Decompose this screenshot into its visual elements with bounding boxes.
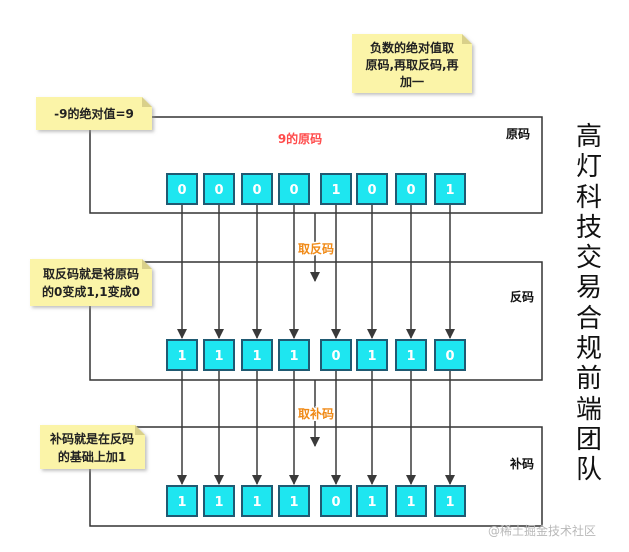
- vertical-title-char: 前: [575, 364, 602, 395]
- ones-panel: [89, 261, 543, 381]
- vertical-title-char: 交: [575, 243, 602, 274]
- bit-value: 1: [406, 495, 415, 510]
- bit-value: 1: [252, 349, 261, 364]
- vertical-title-char: 科: [575, 182, 602, 213]
- abs-note-text: -9的绝对值=9: [54, 106, 134, 121]
- ones-bits: 1 1 1 1 0 1 1 0: [166, 339, 466, 371]
- bit-box: [395, 485, 427, 517]
- bit-value: 1: [367, 495, 376, 510]
- vertical-title-char: 团: [575, 424, 602, 455]
- complement-note-line-2: 的基础上加1: [58, 449, 126, 464]
- bit-arrows: [177, 204, 455, 485]
- complement-note: 补码就是在反码 的基础上加1: [40, 425, 145, 469]
- bit-box: [166, 485, 198, 517]
- twos-panel: [89, 426, 543, 527]
- bit-box: [203, 485, 235, 517]
- original-panel-label: 原码: [506, 127, 530, 141]
- bit-value: 1: [214, 495, 223, 510]
- bit-box: [203, 339, 235, 371]
- bit-value: 1: [445, 183, 454, 198]
- bit-box: [241, 173, 273, 205]
- invert-note-line-2: 的0变成1,1变成0: [42, 284, 140, 299]
- bit-value: 1: [252, 495, 261, 510]
- watermark: @稀土掘金技术社区: [488, 524, 597, 538]
- bit-box: [241, 339, 273, 371]
- complement-note-line-1: 补码就是在反码: [49, 431, 134, 446]
- bit-box: [278, 339, 310, 371]
- bit-value: 0: [445, 349, 454, 364]
- bit-value: 0: [367, 183, 376, 198]
- bit-box: [356, 339, 388, 371]
- bit-value: 1: [367, 349, 376, 364]
- vertical-title-char: 技: [575, 212, 602, 243]
- bit-box: [241, 485, 273, 517]
- bit-value: 1: [214, 349, 223, 364]
- invert-step-label: 取反码: [298, 241, 334, 256]
- negate-note-line-1: 负数的绝对值取: [370, 40, 454, 55]
- bit-box: [278, 173, 310, 205]
- bit-value: 1: [406, 349, 415, 364]
- twos-bits: 1 1 1 1 0 1 1 1: [166, 485, 466, 517]
- bit-value: 0: [289, 183, 298, 198]
- bit-box: [278, 485, 310, 517]
- bit-value: 1: [177, 349, 186, 364]
- bit-box: [320, 173, 352, 205]
- abs-note: -9的绝对值=9: [36, 97, 152, 130]
- bit-value: 0: [177, 183, 186, 198]
- original-bits: 0 0 0 0 1 0 0 1: [166, 173, 466, 205]
- ones-panel-label: 反码: [510, 289, 534, 304]
- twos-panel-label: 补码: [509, 456, 534, 471]
- bit-box: [395, 339, 427, 371]
- vertical-title-char: 高: [575, 122, 602, 152]
- bit-box: [434, 173, 466, 205]
- vertical-title-char: 规: [575, 334, 602, 365]
- invert-note: 取反码就是将原码 的0变成1,1变成0: [30, 259, 152, 306]
- bit-value: 1: [177, 495, 186, 510]
- bit-box: [320, 485, 352, 517]
- negate-note-line-2: 原码,再取反码,再: [365, 57, 458, 72]
- vertical-title-char: 易: [575, 273, 602, 304]
- vertical-team-title: 高 灯 科 技 交 易 合 规 前 端 团 队: [569, 122, 609, 486]
- bit-value: 0: [406, 183, 415, 198]
- bit-box: [434, 339, 466, 371]
- bit-value: 1: [289, 495, 298, 510]
- vertical-title-char: 队: [575, 455, 602, 486]
- bit-box: [166, 339, 198, 371]
- bit-box: [356, 173, 388, 205]
- negate-note: 负数的绝对值取 原码,再取反码,再 加一: [352, 34, 472, 93]
- complement-step-label: 取补码: [298, 406, 334, 421]
- bit-value: 1: [331, 183, 340, 198]
- bit-value: 0: [331, 349, 340, 364]
- bit-box: [166, 173, 198, 205]
- negate-note-line-3: 加一: [399, 74, 424, 89]
- original-panel: [89, 116, 543, 214]
- vertical-title-char: 端: [575, 394, 602, 425]
- bit-box: [356, 485, 388, 517]
- invert-note-line-1: 取反码就是将原码: [43, 266, 139, 281]
- bit-box: [434, 485, 466, 517]
- bit-box: [320, 339, 352, 371]
- vertical-title-char: 合: [575, 303, 602, 334]
- bit-box: [203, 173, 235, 205]
- original-panel-title: 9的原码: [278, 131, 322, 146]
- bit-value: 0: [331, 495, 340, 510]
- bit-box: [395, 173, 427, 205]
- bit-value: 1: [445, 495, 454, 510]
- bit-value: 0: [252, 183, 261, 198]
- vertical-title-char: 灯: [575, 152, 602, 183]
- bit-value: 0: [214, 183, 223, 198]
- bit-value: 1: [289, 349, 298, 364]
